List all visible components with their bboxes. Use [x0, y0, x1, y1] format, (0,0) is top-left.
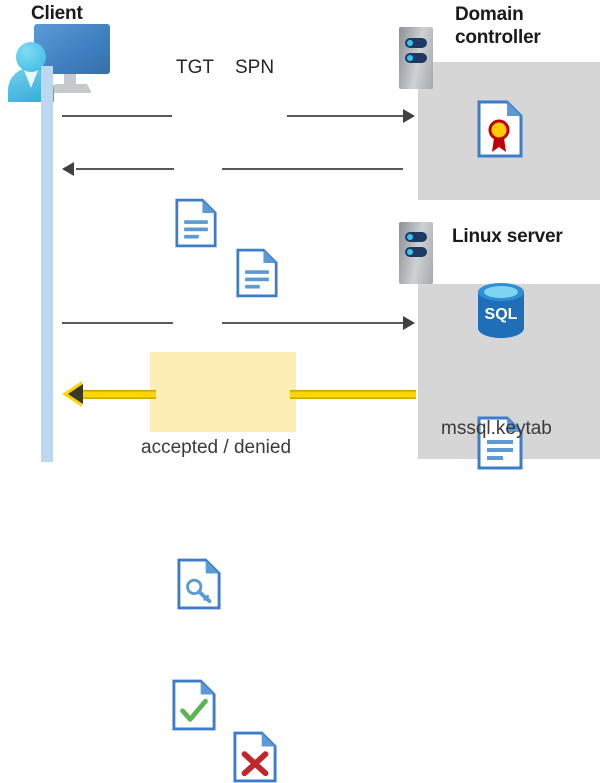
text-document-icon	[175, 198, 600, 248]
flow-line-present-right	[222, 322, 403, 324]
text-document-icon	[236, 248, 600, 298]
flow-line-present-left	[62, 322, 173, 324]
server-rack-icon	[399, 222, 433, 284]
accepted-document-icon	[172, 679, 600, 731]
flow-line-ticket-right	[222, 168, 403, 170]
denied-document-icon	[233, 731, 600, 783]
monitor-shape	[34, 24, 110, 74]
arrow-right-gray-icon	[403, 109, 415, 123]
flow-line-ticket-left	[76, 168, 174, 170]
sql-database-label: SQL	[485, 306, 518, 323]
auth-result-highlight	[150, 352, 296, 432]
server-bay-shape	[405, 53, 427, 63]
client-lifeline	[41, 66, 53, 462]
client-title: Client	[31, 3, 83, 24]
tgt-label: TGT	[176, 57, 214, 78]
flow-line-request-left	[62, 115, 172, 117]
monitor-base-shape	[50, 84, 92, 93]
flow-line-result-right	[290, 390, 416, 399]
sql-database-icon: SQL	[474, 281, 528, 344]
server-bay-shape	[405, 247, 427, 257]
linux-server-title: Linux server	[452, 226, 563, 247]
accepted-denied-caption: accepted / denied	[141, 437, 292, 458]
arrow-right-gray-icon	[403, 316, 415, 330]
server-bay-shape	[405, 38, 427, 48]
server-rack-icon	[399, 27, 433, 89]
user-computer-icon	[8, 24, 110, 102]
arrow-left-gray-icon	[62, 162, 74, 176]
keytab-filename-label: mssql.keytab	[441, 418, 552, 439]
spn-label: SPN	[235, 57, 275, 78]
key-document-icon	[177, 558, 600, 610]
arrow-left-yellow-inner-icon	[68, 384, 83, 404]
domain-controller-title: Domain controller	[455, 4, 541, 48]
certificate-document-icon	[477, 100, 600, 158]
monitor-neck-shape	[64, 74, 76, 86]
flow-line-request-right	[287, 115, 403, 117]
text-document-icon	[477, 416, 600, 470]
flow-line-result-left	[78, 390, 156, 399]
server-bay-shape	[405, 232, 427, 242]
